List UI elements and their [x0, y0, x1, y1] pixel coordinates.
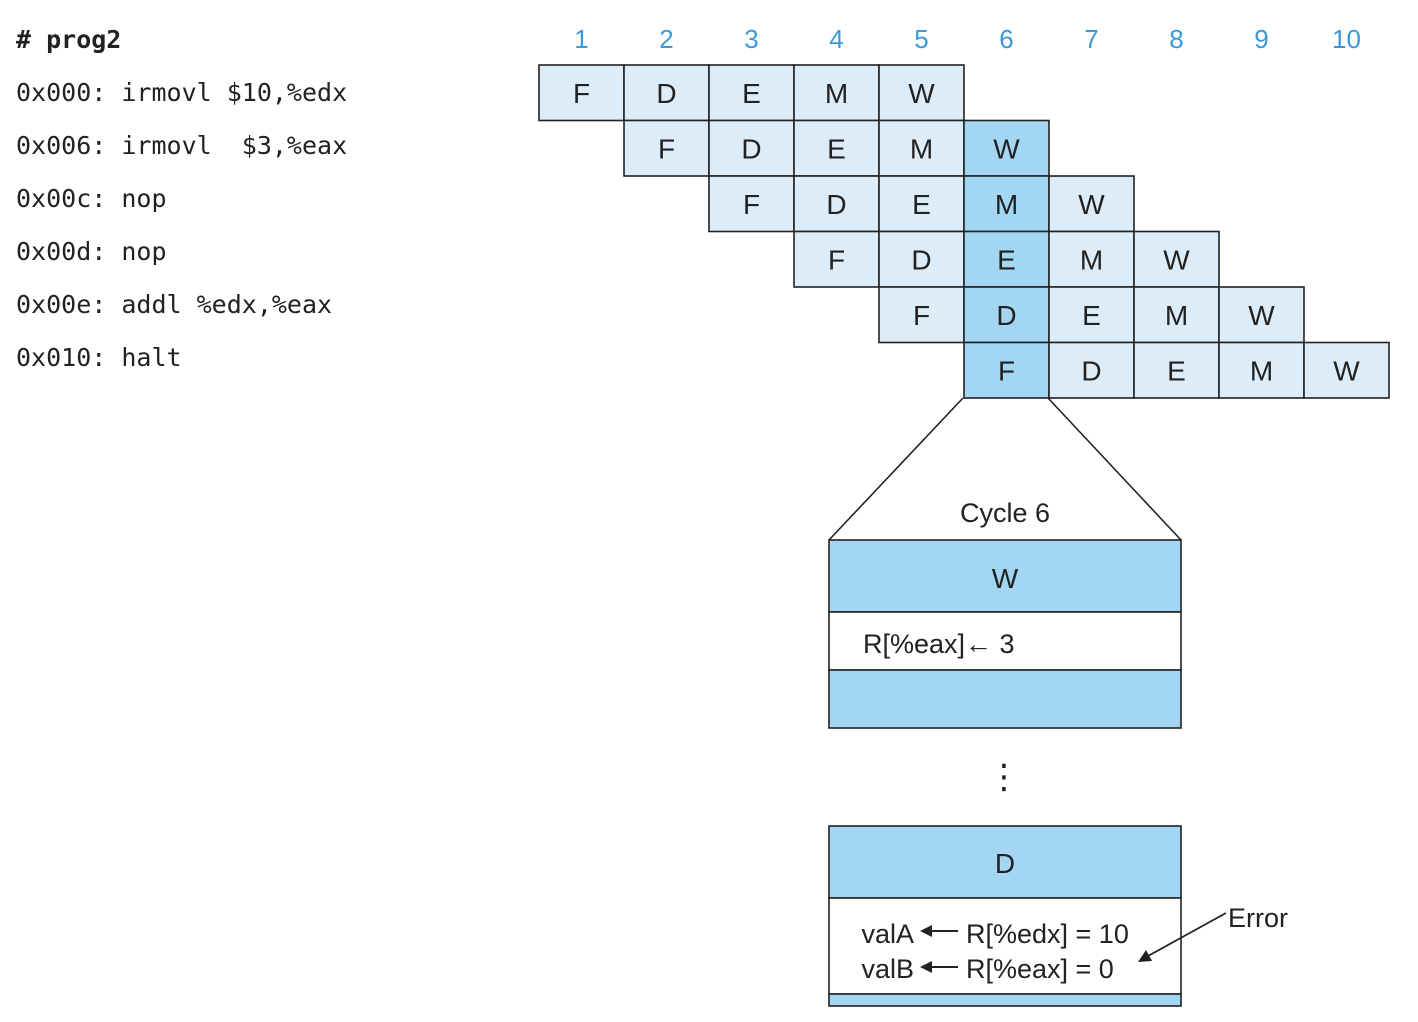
cycle-number: 3 — [744, 24, 758, 54]
w-stage-writeback-text: R[%eax]← 3 — [863, 629, 1015, 659]
pipeline-stage-label: W — [1248, 300, 1275, 331]
pipeline-stage-label: F — [573, 78, 590, 109]
cycle-number: 8 — [1169, 24, 1183, 54]
error-pointer-line — [1147, 912, 1227, 957]
vala-label: valA — [861, 919, 914, 949]
pipeline-stage-label: F — [743, 189, 760, 220]
cycle-number-row: 1 2 3 4 5 6 7 8 9 10 — [574, 24, 1361, 54]
pipeline-stage-label: W — [993, 133, 1020, 164]
w-stage-label: W — [992, 563, 1019, 594]
cycle-number: 10 — [1332, 24, 1361, 54]
pipeline-stage-cell — [878, 175, 965, 233]
pipeline-stage-label: E — [1167, 355, 1186, 386]
pipeline-stage-label: E — [742, 78, 761, 109]
pipeline-stage-label: E — [1082, 300, 1101, 331]
pipeline-stage-label: W — [1333, 355, 1360, 386]
pipeline-stage-label: F — [828, 244, 845, 275]
pipeline-stage-label: M — [1165, 300, 1188, 331]
pipeline-stage-label: D — [826, 189, 846, 220]
pipeline-stage-cell — [1133, 286, 1220, 344]
instruction-line: 0x00c: nop — [16, 184, 167, 213]
pipeline-stage-label: W — [1078, 189, 1105, 220]
pipeline-stage-label: M — [995, 189, 1018, 220]
pipeline-stage-label: M — [910, 133, 933, 164]
instruction-line: 0x00d: nop — [16, 237, 167, 266]
vertical-ellipsis: ⋮ — [987, 758, 1021, 796]
pipeline-stage-label: D — [911, 244, 931, 275]
zoom-line-left — [828, 397, 964, 541]
pipeline-stage-cell — [793, 175, 880, 233]
pipeline-stage-cell — [1048, 341, 1135, 399]
pipeline-stage-cell — [963, 286, 1050, 344]
pipeline-stage-label: F — [658, 133, 675, 164]
pipeline-stage-cell — [1218, 341, 1305, 399]
pipeline-stage-label: D — [996, 300, 1016, 331]
pipeline-stage-label: E — [912, 189, 931, 220]
arrow-left-icon — [920, 961, 932, 973]
pipeline-stage-label: W — [1163, 244, 1190, 275]
pipeline-stage-label: M — [825, 78, 848, 109]
pipeline-stage-label: F — [913, 300, 930, 331]
error-label: Error — [1228, 903, 1288, 933]
pipeline-stage-cell — [1133, 341, 1220, 399]
pipeline-stage-cell — [1048, 230, 1135, 288]
arrow-pointer-icon — [1138, 950, 1152, 962]
pipeline-stage-label: D — [1081, 355, 1101, 386]
pipeline-stage-cell — [1133, 230, 1220, 288]
vala-source: R[%edx] = 10 — [966, 919, 1129, 949]
instruction-line: 0x006: irmovl $3,%eax — [16, 131, 348, 160]
pipeline-stage-label: E — [827, 133, 846, 164]
pipeline-stage-label: F — [998, 355, 1015, 386]
pipeline-stage-cell — [538, 64, 625, 122]
pipeline-stage-cell — [1303, 341, 1390, 399]
pipeline-stage-label: D — [656, 78, 676, 109]
d-stage-label: D — [995, 848, 1015, 879]
pipeline-stage-label: M — [1250, 355, 1273, 386]
instruction-line: 0x010: halt — [16, 343, 182, 372]
program-title: # prog2 — [16, 25, 122, 54]
cycle-number: 1 — [574, 24, 588, 54]
pipeline-stage-cell — [623, 119, 710, 177]
pipeline-stage-label: E — [997, 244, 1016, 275]
valb-source: R[%eax] = 0 — [966, 954, 1114, 984]
pipeline-stage-cell — [793, 64, 880, 122]
pipeline-stage-cell — [878, 119, 965, 177]
d-stage-register: D valA R[%edx] = 10 valB R[%eax] = 0 — [828, 825, 1182, 1007]
pipeline-stage-cell — [793, 230, 880, 288]
cycle-number: 5 — [914, 24, 928, 54]
cycle-number: 2 — [659, 24, 673, 54]
pipeline-stage-cell — [708, 175, 795, 233]
zoom-line-right — [1047, 397, 1182, 541]
pipeline-stage-cell — [963, 119, 1050, 177]
pipeline-stage-label: D — [741, 133, 761, 164]
pipeline-stage-cell — [1048, 175, 1135, 233]
pipeline-stage-cell — [878, 64, 965, 122]
cycle-number: 4 — [829, 24, 843, 54]
pipeline-stage-label: M — [1080, 244, 1103, 275]
arrow-left-icon — [920, 925, 932, 937]
pipeline-stage-cell — [1218, 286, 1305, 344]
pipeline-stage-label: W — [908, 78, 935, 109]
detail-title: Cycle 6 — [960, 498, 1050, 528]
pipeline-stage-cell — [878, 286, 965, 344]
instruction-line: 0x00e: addl %edx,%eax — [16, 290, 333, 319]
cycle-number: 6 — [999, 24, 1013, 54]
instruction-line: 0x000: irmovl $10,%edx — [16, 78, 348, 107]
valb-label: valB — [861, 954, 914, 984]
cycle-number: 9 — [1254, 24, 1268, 54]
cycle-number: 7 — [1084, 24, 1098, 54]
w-stage-register: W R[%eax]← 3 — [828, 539, 1182, 729]
program-listing: # prog2 0x000: irmovl $10,%edx 0x006: ir… — [16, 18, 347, 389]
pipeline-stage-cell — [708, 64, 795, 122]
